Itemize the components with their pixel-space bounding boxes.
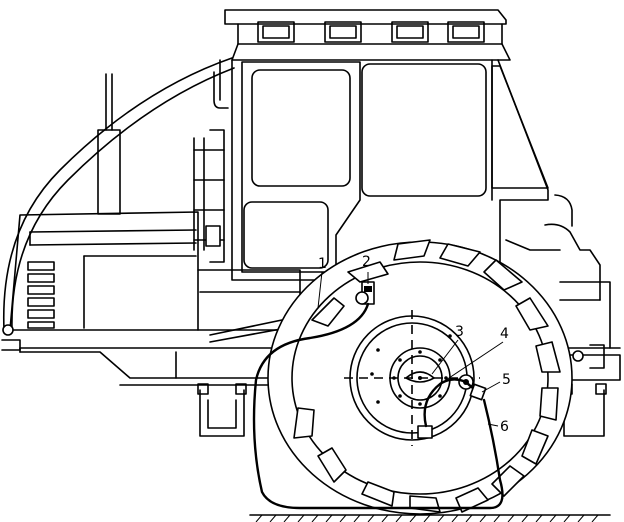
wheel-rim	[344, 310, 480, 446]
exhaust-stack	[97, 73, 121, 215]
callout-3: 3	[455, 324, 464, 340]
callout-2: 2	[362, 254, 371, 270]
callout-leaders	[317, 271, 504, 427]
engine-hood	[1, 211, 199, 351]
hose-arc	[2, 57, 235, 331]
callout-4: 4	[500, 326, 509, 342]
ground-line	[249, 514, 611, 522]
cab-ladder	[193, 129, 225, 263]
callout-1: 1	[318, 256, 327, 272]
hood-vents	[27, 261, 55, 329]
front-attachment	[505, 194, 605, 369]
callout-6: 6	[500, 419, 509, 435]
roof-lights	[257, 21, 485, 43]
air-outlet	[355, 281, 375, 305]
valve-stem	[458, 374, 487, 401]
cab	[213, 9, 549, 281]
callout-5: 5	[502, 372, 511, 388]
tire-treads	[293, 239, 561, 513]
